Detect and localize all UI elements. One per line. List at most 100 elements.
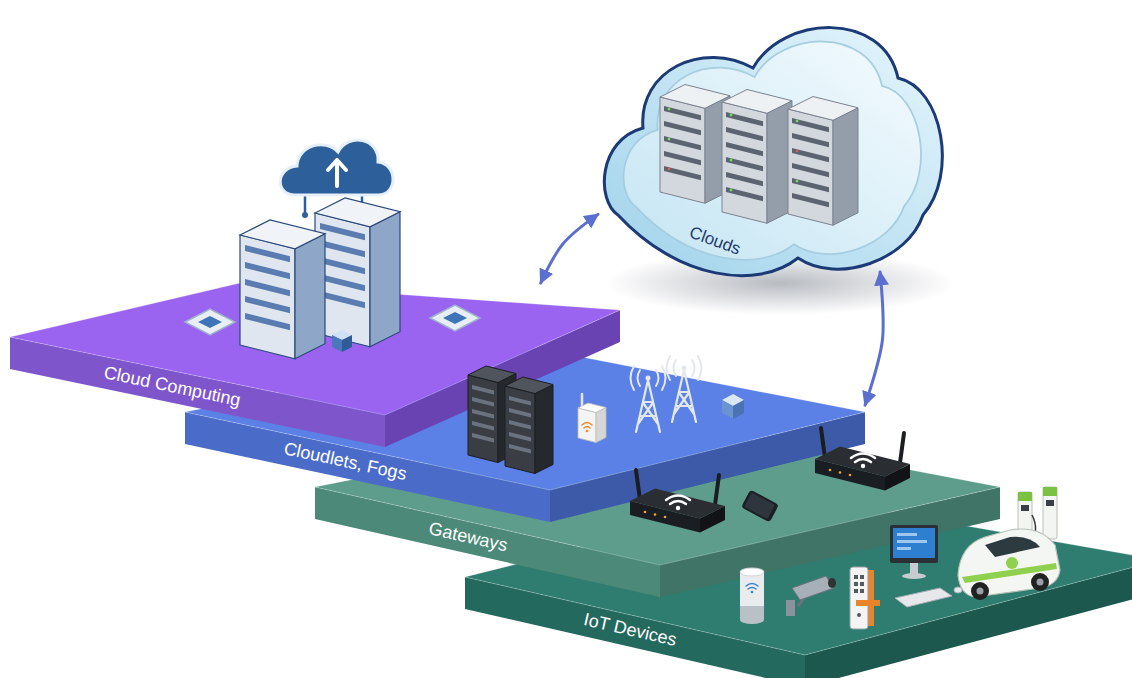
cloud-server-rack [792, 118, 829, 132]
cell-tower [636, 380, 660, 432]
cell-tower [682, 366, 687, 371]
upload-cloud-icon [302, 212, 308, 218]
server-rack [245, 262, 290, 279]
edge-server [472, 397, 494, 407]
electric-car [1006, 557, 1018, 569]
smartphone [744, 493, 775, 519]
server-rack [245, 245, 290, 262]
edge-server [509, 396, 531, 406]
server-rack [315, 198, 400, 347]
wifi-router [839, 471, 842, 474]
wifi-router [821, 428, 904, 463]
smart-speaker [740, 616, 764, 624]
desktop-computer [890, 525, 962, 607]
cloud-outline [598, 10, 955, 272]
chip-icon [430, 305, 480, 331]
security-camera [786, 600, 795, 616]
wifi-router [630, 501, 700, 533]
cloud-server-rack [767, 101, 792, 224]
cloud-server-rack [664, 151, 701, 165]
desktop-computer [897, 533, 917, 536]
smart-lock [850, 567, 868, 629]
cloud-server-rack [722, 90, 792, 224]
cloud-server-rack [788, 109, 833, 225]
wifi-router [815, 459, 885, 491]
edge-server [498, 374, 516, 463]
smart-speaker [740, 606, 764, 620]
cube-icon [722, 394, 744, 406]
electric-car [977, 588, 984, 595]
desktop-computer [902, 573, 926, 579]
cloud-server-rack [722, 90, 792, 114]
wifi-router [849, 474, 852, 477]
wifi-router [851, 454, 875, 463]
desktop-computer [897, 547, 911, 550]
cloud-server-rack [792, 163, 829, 177]
wifi-router [644, 511, 647, 514]
smart-lock [854, 582, 858, 586]
server-rack [240, 235, 295, 359]
cloud-server-rack [730, 189, 733, 192]
cloud-server-rack [792, 178, 829, 192]
access-point [578, 403, 606, 413]
security-camera [828, 578, 836, 588]
chip-icon [443, 312, 467, 324]
slab-top [10, 283, 620, 415]
smart-speaker [746, 584, 758, 590]
charging-station [1018, 487, 1057, 545]
server-rack [320, 223, 365, 240]
server-rack [240, 220, 325, 249]
cube-icon [342, 335, 352, 352]
edge-server [472, 409, 494, 419]
access-point [581, 394, 584, 408]
edge-server [509, 408, 531, 418]
cloud-server-rack [664, 106, 701, 120]
server-rack [315, 213, 370, 347]
electric-car [958, 529, 1060, 597]
server-rack [370, 212, 400, 347]
smart-lock [854, 589, 858, 593]
smart-lock [856, 600, 880, 606]
cloud-server-rack [726, 112, 763, 126]
access-point [596, 408, 606, 443]
edge-server [472, 385, 494, 395]
access-point [586, 430, 589, 433]
chip-icon [430, 305, 480, 331]
chip-icon [198, 316, 222, 328]
edge-server [505, 386, 535, 474]
desktop-computer [897, 540, 927, 543]
cell-tower [667, 356, 702, 380]
cloud-server-rack [668, 108, 671, 111]
server-rack [320, 240, 365, 257]
desktop-computer [890, 525, 938, 563]
cloud-server-rack [664, 166, 701, 180]
wifi-router [815, 447, 910, 477]
security-camera [786, 576, 836, 616]
server-rack [320, 291, 365, 308]
chip-icon [185, 309, 235, 335]
upload-cloud-icon [280, 140, 393, 218]
security-camera [792, 576, 834, 600]
cell-tower [667, 356, 702, 422]
cloud-server-rack [796, 180, 799, 183]
cloud-server-rack [730, 114, 733, 117]
wifi-router [861, 464, 865, 468]
smartphone [741, 490, 779, 523]
server-rack [320, 274, 365, 291]
server-rack [240, 220, 325, 359]
electric-car [1031, 573, 1049, 591]
desktop-computer [910, 563, 918, 575]
edge-server [472, 433, 494, 443]
cloud-server-rack [792, 148, 829, 162]
smartphone [741, 490, 779, 523]
smart-lock [854, 575, 858, 579]
edge-server [505, 377, 553, 474]
cloud-server-rack [726, 142, 763, 156]
access-point [578, 408, 596, 443]
edge-server [468, 366, 516, 463]
smart-lock [860, 575, 864, 579]
server-rack [245, 313, 290, 330]
